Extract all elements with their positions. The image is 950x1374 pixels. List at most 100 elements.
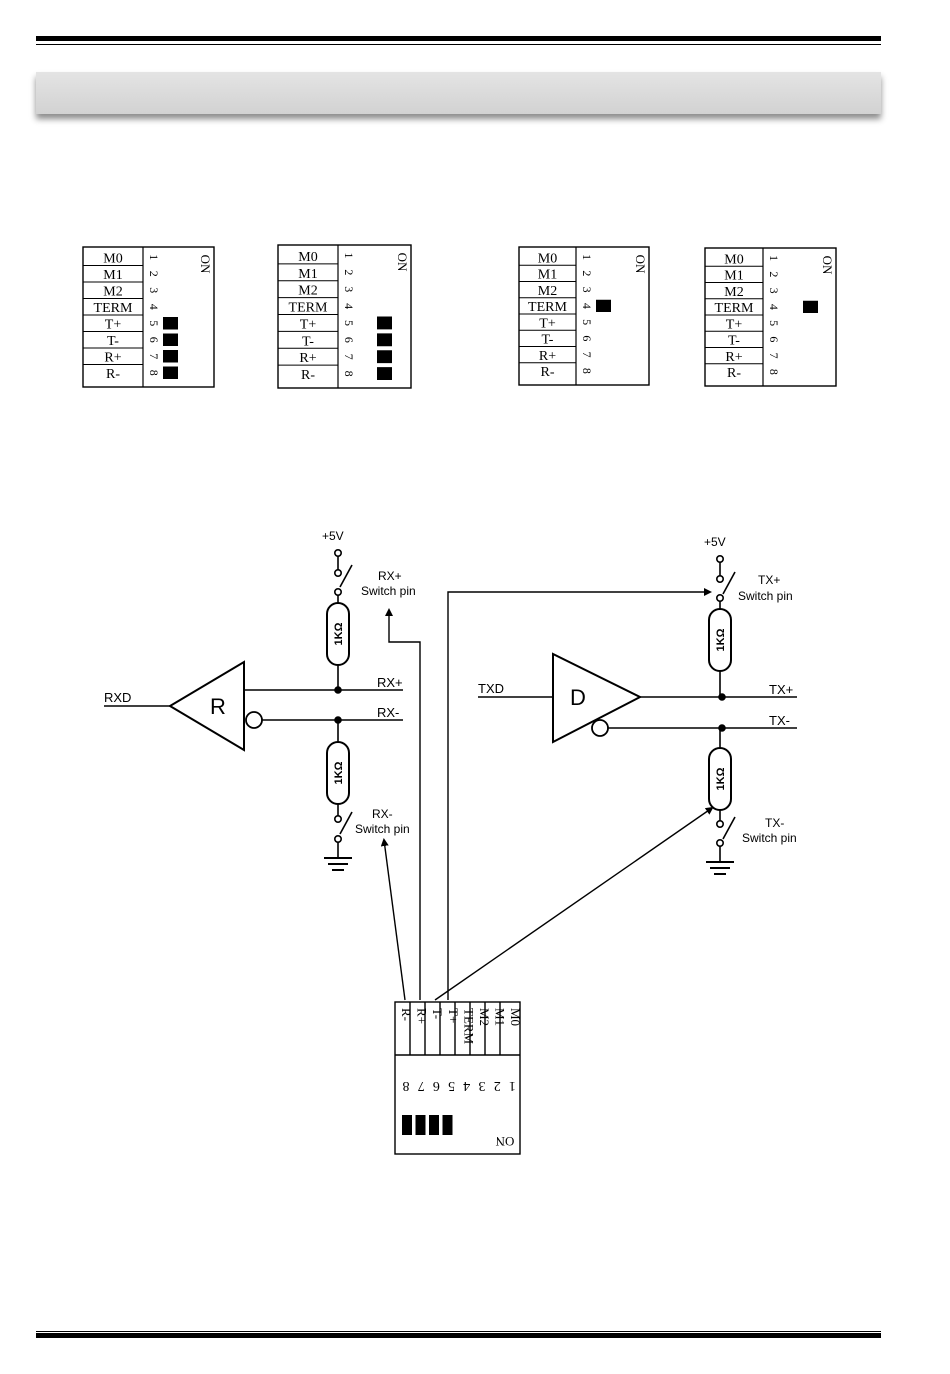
dip-number: 8	[580, 368, 594, 374]
header-rule-thin	[36, 44, 881, 45]
dip-label: M1	[103, 268, 122, 283]
driver-circuit	[478, 554, 797, 875]
bottom-dip-switch-on	[442, 1115, 453, 1135]
dip-label: M0	[298, 250, 317, 265]
dip-number: 6	[342, 337, 356, 343]
dip-switch-on	[163, 350, 178, 363]
dip-number: 1	[580, 254, 594, 260]
dip-label: R-	[106, 367, 120, 382]
bottom-dip-label: M1	[493, 1008, 508, 1026]
dip-number: 4	[342, 303, 356, 309]
dip-label: T+	[300, 317, 317, 332]
dip-label: TERM	[715, 301, 754, 316]
dip-switch-on	[163, 366, 178, 379]
bottom-dip-number: 1	[509, 1078, 516, 1093]
rx-plus-switch-title: RX+	[378, 569, 402, 583]
dip-number: 8	[767, 369, 781, 375]
bottom-dip-label: T-	[430, 1008, 445, 1019]
dip-label: M2	[103, 285, 122, 300]
dip-number: 7	[580, 352, 594, 358]
bottom-dip-switch-on	[402, 1115, 412, 1135]
dip-number: 7	[147, 353, 161, 359]
rx-minus-switch-sub: Switch pin	[355, 822, 410, 836]
dip-number: 1	[147, 254, 161, 260]
dip-on-label: ON	[395, 253, 410, 272]
bottom-dip-label: M0	[508, 1008, 523, 1026]
rx-minus-label: RX-	[377, 705, 399, 720]
dip-number: 6	[767, 336, 781, 342]
bottom-dip-label: M2	[477, 1008, 492, 1026]
tx-pulldown-resistor-value: 1KΩ	[715, 767, 727, 790]
dip-number: 1	[342, 252, 356, 258]
dip-number: 7	[342, 354, 356, 360]
bottom-dip-switch-on	[429, 1115, 439, 1135]
dip-label: R+	[539, 349, 556, 364]
dip-label: M2	[298, 284, 317, 299]
rx-supply-label: +5V	[322, 529, 344, 543]
tx-plus-switch-sub: Switch pin	[738, 589, 793, 603]
dip-number: 2	[147, 271, 161, 277]
dip-label: M1	[298, 267, 317, 282]
bottom-dip-switch	[394, 1001, 521, 1155]
dip-number: 8	[147, 370, 161, 376]
bottom-dip-number: 7	[418, 1078, 425, 1093]
bottom-dip-number: 4	[463, 1078, 470, 1093]
dip-number: 3	[767, 288, 781, 294]
dip-number: 5	[580, 319, 594, 325]
dip-label: R+	[299, 351, 316, 366]
bottom-dip-label: R+	[415, 1008, 430, 1024]
dip-number: 1	[767, 255, 781, 261]
dip-on-label: ON	[820, 256, 835, 275]
dip-number: 5	[342, 320, 356, 326]
rx-pullup-resistor-value: 1KΩ	[333, 622, 345, 645]
tx-pullup-resistor-value: 1KΩ	[715, 628, 727, 651]
dip-label: R-	[301, 368, 315, 383]
bottom-dip-number: 5	[448, 1078, 455, 1093]
bottom-dip-number: 3	[479, 1078, 486, 1093]
switch-pin-connections	[380, 588, 714, 1001]
dip-number: 7	[767, 353, 781, 359]
driver-symbol: D	[570, 685, 586, 710]
receiver-circuit	[104, 548, 403, 871]
tx-supply-label: +5V	[704, 535, 726, 549]
dip-label: M2	[724, 285, 743, 300]
dip-label: T-	[302, 334, 314, 349]
dip-label: M2	[538, 284, 557, 299]
txd-label: TXD	[478, 681, 504, 696]
dip-label: R+	[725, 350, 742, 365]
dip-on-label: ON	[198, 255, 213, 274]
tx-minus-switch-sub: Switch pin	[742, 831, 797, 845]
rx-minus-switch-title: RX-	[372, 807, 393, 821]
dip-label: TERM	[528, 300, 567, 315]
bottom-dip-label: R-	[399, 1008, 414, 1021]
dip-number: 8	[342, 371, 356, 377]
dip-on-label: ON	[633, 255, 648, 274]
dip-number: 6	[580, 335, 594, 341]
dip-label: R-	[541, 365, 555, 380]
dip-switch-on	[163, 317, 178, 330]
dip-label: TERM	[94, 301, 133, 316]
dip-label: T-	[728, 334, 740, 349]
dip-switch-on	[163, 333, 178, 346]
footer-rule-thin	[36, 1331, 881, 1332]
dip-switch-on	[377, 367, 392, 380]
dip-number: 2	[580, 270, 594, 276]
dip-number: 3	[342, 286, 356, 292]
bottom-dip-number: 8	[403, 1078, 410, 1093]
bottom-dip-switch-on	[415, 1115, 426, 1135]
dip-label: T-	[107, 334, 119, 349]
dip-label: M1	[538, 268, 557, 283]
tx-minus-switch-title: TX-	[765, 816, 784, 830]
rxd-label: RXD	[104, 690, 131, 705]
tx-plus-label: TX+	[769, 682, 793, 697]
dip-number: 3	[580, 287, 594, 293]
footer-rule	[36, 1333, 881, 1338]
dip-number: 5	[767, 320, 781, 326]
section-banner	[36, 72, 881, 114]
dip-number: 4	[147, 304, 161, 310]
